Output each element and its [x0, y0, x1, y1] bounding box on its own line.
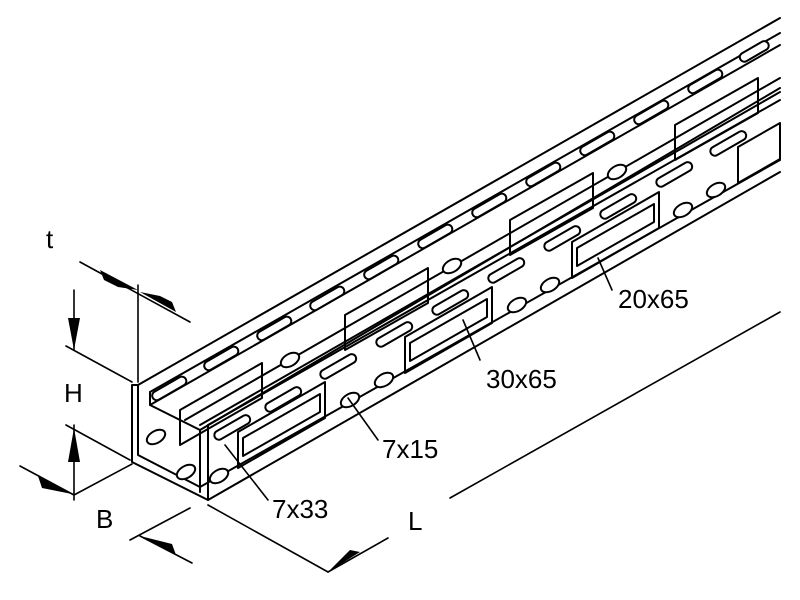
- slot: [655, 161, 694, 188]
- hole: [539, 276, 561, 294]
- slot: [633, 99, 670, 126]
- slot: [709, 130, 748, 157]
- slot: [599, 193, 638, 220]
- slot: [543, 225, 582, 252]
- slot: [213, 414, 252, 441]
- slot: [264, 386, 303, 413]
- slot: [375, 321, 414, 348]
- width-label: B: [96, 504, 113, 534]
- right-wall-holes: [208, 181, 727, 485]
- hole: [606, 163, 628, 181]
- left-wall-slots: [151, 40, 770, 402]
- hole: [175, 463, 197, 481]
- length-label: L: [408, 506, 422, 536]
- hole: [506, 296, 528, 314]
- slot: [471, 192, 508, 219]
- left-wall-cutouts: [179, 77, 759, 446]
- slot: [203, 345, 240, 372]
- slot: [525, 161, 562, 188]
- slot: [417, 223, 454, 250]
- slot: [487, 257, 526, 284]
- slot: [256, 315, 293, 342]
- slot-7x33-label: 7x33: [272, 494, 328, 524]
- slot: [579, 130, 616, 157]
- hole: [672, 201, 694, 219]
- right-wall-cutouts: [237, 122, 781, 469]
- thickness-label: t: [46, 224, 54, 254]
- left-wall-holes: [145, 163, 628, 481]
- hole: [373, 371, 395, 389]
- slot: [319, 353, 358, 380]
- slot: [687, 68, 724, 95]
- hole: [208, 467, 230, 485]
- dimension-lines: [19, 261, 781, 573]
- slot: [151, 375, 188, 402]
- slot: [363, 254, 400, 281]
- leader-lines: [224, 257, 613, 501]
- hole: [145, 428, 167, 446]
- height-label: H: [64, 378, 83, 408]
- hole: [279, 351, 301, 369]
- slot: [309, 285, 346, 312]
- hole: [441, 257, 463, 275]
- cutout-20x65-label: 20x65: [618, 284, 689, 314]
- hole: [705, 181, 727, 199]
- slot-7x15-label: 7x15: [382, 434, 438, 464]
- slot: [431, 289, 470, 316]
- cutout-30x65-label: 30x65: [486, 364, 557, 394]
- slot: [738, 40, 770, 63]
- right-wall-slots: [213, 130, 748, 441]
